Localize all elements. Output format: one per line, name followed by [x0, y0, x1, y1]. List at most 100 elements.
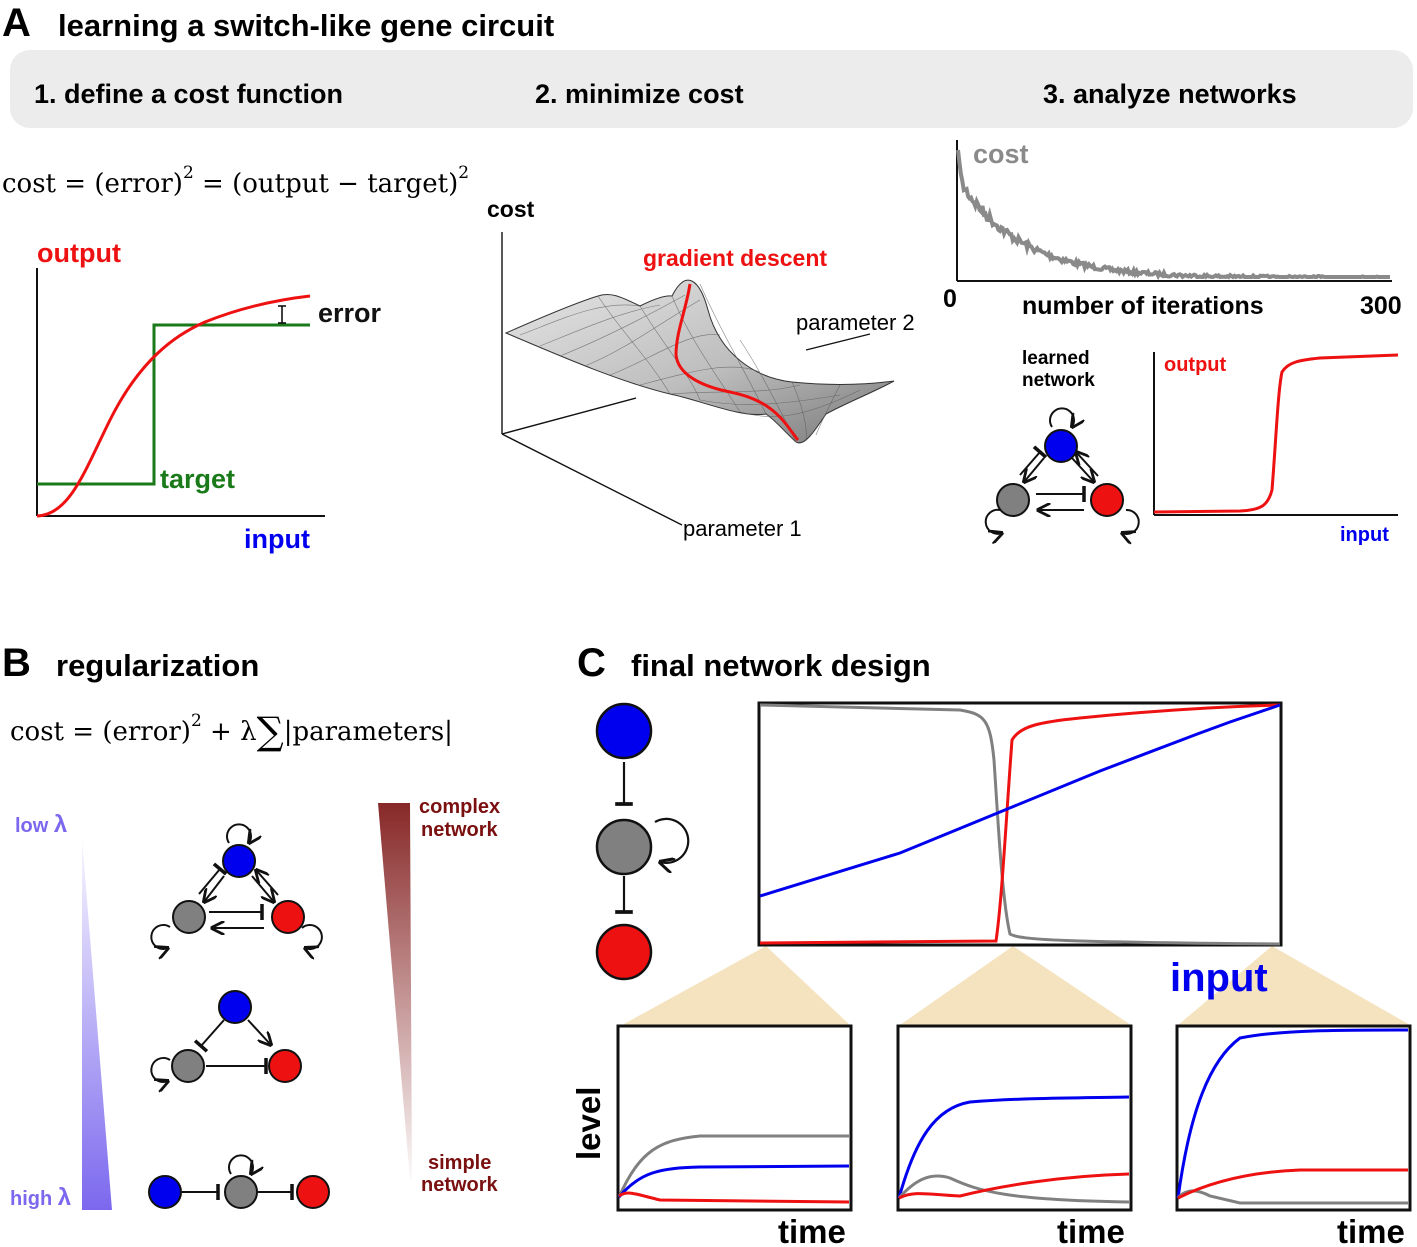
cost-eq-exp-1: 2	[183, 163, 194, 183]
output-curve	[36, 294, 311, 518]
final-node-gray	[595, 818, 653, 876]
time-plot-3	[1175, 1024, 1412, 1212]
landscape-axis-p1	[501, 433, 683, 526]
reg-eq-left: cost = (error)	[10, 717, 191, 747]
simple-node-blue	[148, 1175, 182, 1209]
network-simple	[148, 1154, 330, 1209]
high-lambda-label: high λ	[10, 1184, 71, 1211]
learned-network: learned network	[984, 348, 1140, 534]
level-label: level	[570, 1087, 607, 1160]
final-node-red	[595, 923, 653, 981]
blue-self-loop	[1049, 407, 1074, 427]
zoom-fan-1	[622, 946, 850, 1025]
final-input-label: input	[1170, 956, 1268, 1000]
simple-label-2: network	[421, 1174, 499, 1196]
param2-label: parameter 2	[796, 310, 915, 335]
cost-trace	[956, 149, 1390, 281]
target-label: target	[160, 464, 235, 494]
reg-eq-sum: ∑	[257, 709, 284, 753]
landscape-surface	[504, 279, 895, 444]
landscape-mesh	[519, 283, 861, 443]
edge-red-to-blue	[1076, 452, 1099, 477]
cost-iter-x-start: 0	[943, 285, 957, 313]
error-label: error	[318, 298, 382, 328]
cost-iteration-plot: cost 0 number of iterations 300	[943, 139, 1402, 320]
complexity-wedge	[378, 803, 412, 1180]
time-plot-2	[896, 1024, 1133, 1212]
panel-a-letter: A	[2, 1, 31, 45]
gradient-descent-label: gradient descent	[643, 245, 827, 271]
learned-output-label: output	[1164, 354, 1227, 376]
panel-b-title: regularization	[56, 648, 259, 683]
edge-blue-to-red	[1071, 457, 1094, 482]
red-self-loop	[1122, 508, 1140, 534]
gradient-descent-path	[674, 283, 800, 442]
complex-node-blue	[222, 844, 256, 878]
panel-c-title: final network design	[631, 648, 931, 683]
output-label: output	[37, 238, 121, 268]
input-label: input	[244, 524, 310, 554]
final-network	[595, 702, 690, 981]
zoom-fan-3	[1178, 946, 1410, 1025]
time-label-2: time	[1057, 1213, 1125, 1247]
complex-label-2: network	[421, 819, 499, 841]
complex-node-gray	[172, 900, 206, 934]
learned-label-2: network	[1022, 370, 1095, 391]
low-lambda-label: low λ	[15, 811, 67, 838]
learned-network-graph	[984, 407, 1140, 534]
medium-node-gray	[171, 1049, 205, 1083]
cost-landscape: cost gradient descent parameter 2 pa	[487, 196, 915, 541]
switch-plot: output error target input	[36, 238, 382, 554]
learned-output-plot: output input	[1153, 352, 1399, 546]
step-3-label: 3. analyze networks	[1043, 79, 1297, 109]
param2-leader	[805, 333, 871, 351]
svg-text:cost = (error)2 = (output − ta: cost = (error)2 = (output − target)2	[2, 163, 469, 199]
gray-self-loop	[984, 508, 1002, 534]
svg-text:cost = (error)2 + λ∑|parameter: cost = (error)2 + λ∑|parameters|	[10, 709, 453, 753]
panel-c-letter: C	[577, 641, 606, 685]
time-plot-1	[616, 1024, 853, 1212]
reg-eq-lambda: + λ	[202, 717, 257, 747]
network-medium	[150, 990, 302, 1083]
learned-input-label: input	[1340, 524, 1389, 546]
panel-b-letter: B	[2, 641, 31, 685]
cost-eq-exp-2: 2	[458, 163, 469, 183]
edge-gray-to-blue	[1019, 445, 1048, 476]
cost-equation: cost = (error)2 = (output − target)2	[2, 163, 469, 199]
cost-iter-x-end: 300	[1360, 292, 1402, 320]
simple-label-1: simple	[428, 1152, 491, 1174]
learned-output-curve	[1153, 353, 1399, 514]
learned-label-1: learned	[1022, 348, 1090, 369]
lambda-wedge	[82, 838, 112, 1210]
panel-a-title: learning a switch-like gene circuit	[58, 8, 554, 43]
final-red-curve	[759, 703, 1281, 945]
final-gray-curve	[759, 703, 1281, 946]
network-complex	[150, 823, 323, 949]
complex-label-1: complex	[419, 796, 500, 818]
reg-equation: cost = (error)2 + λ∑|parameters|	[10, 709, 453, 753]
node-blue	[1044, 429, 1078, 463]
target-step-line	[37, 323, 310, 486]
medium-node-blue	[218, 990, 252, 1024]
final-blue-curve	[759, 703, 1281, 898]
reg-eq-exp: 2	[191, 711, 202, 731]
final-node-blue	[595, 702, 653, 760]
simple-node-red	[296, 1175, 330, 1209]
cost-eq-left: cost = (error)	[2, 169, 183, 199]
cost-eq-mid: = (output − target)	[194, 169, 458, 199]
steps-banner	[10, 50, 1413, 128]
medium-node-red	[268, 1049, 302, 1083]
param1-label: parameter 1	[683, 516, 802, 541]
reg-eq-params: |parameters|	[284, 717, 453, 747]
time-label-3: time	[1337, 1213, 1405, 1247]
node-red	[1090, 483, 1124, 517]
step-1-label: 1. define a cost function	[34, 79, 343, 109]
landscape-cost-label: cost	[487, 196, 535, 222]
node-gray	[996, 483, 1030, 517]
cost-iter-label: cost	[973, 139, 1029, 169]
edge-blue-to-gray	[1024, 457, 1045, 482]
time-label-1: time	[778, 1213, 846, 1247]
landscape-axis-p2	[501, 397, 637, 435]
simple-node-gray	[224, 1175, 258, 1209]
